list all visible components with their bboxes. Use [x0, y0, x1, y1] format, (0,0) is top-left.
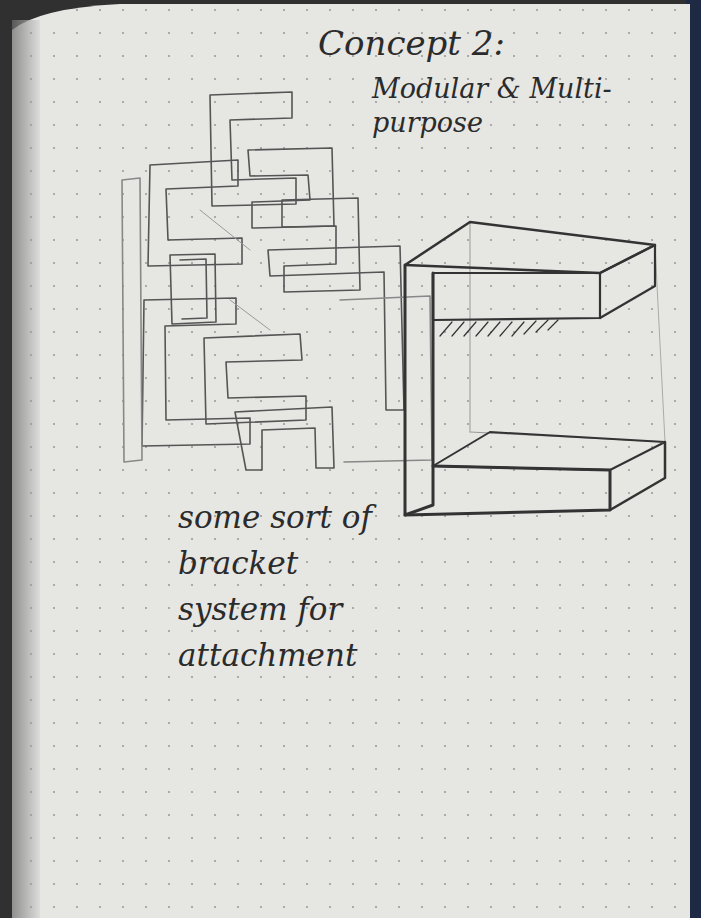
side-table-sketch — [405, 222, 665, 515]
subtitle-note: Modular & Multi-purpose — [372, 72, 612, 140]
modular-c-shapes — [122, 92, 432, 470]
annotation-note: some sort of bracket system for attachme… — [178, 494, 388, 678]
page-heading: Concept 2: — [318, 22, 578, 65]
notebook-page — [12, 4, 690, 918]
dot-grid — [12, 4, 690, 918]
